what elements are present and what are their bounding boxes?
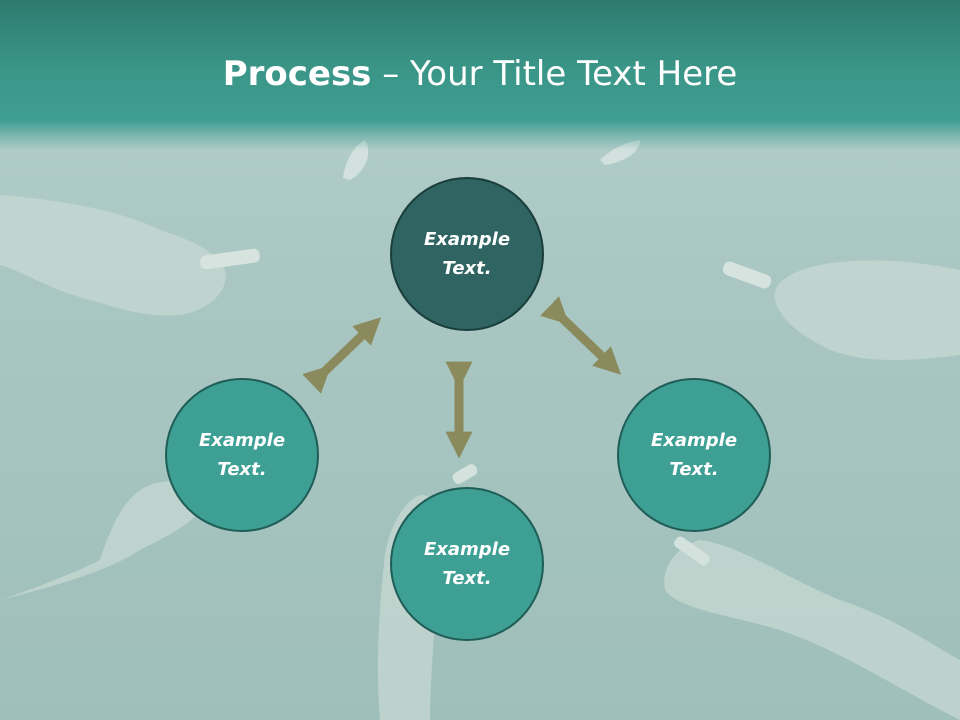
node-right-label: Example Text. — [650, 430, 738, 480]
slide-title: Process – Your Title Text Here — [0, 52, 960, 96]
node-top-label: Example Text. — [423, 229, 511, 279]
title-rest: – Your Title Text Here — [371, 54, 738, 94]
title-band — [0, 0, 960, 150]
node-top: Example Text. — [390, 177, 544, 331]
node-left-label: Example Text. — [198, 430, 286, 480]
title-bold: Process — [222, 54, 372, 94]
node-right: Example Text. — [617, 378, 771, 532]
node-bottom-label: Example Text. — [423, 539, 511, 589]
arrow-top-right — [540, 296, 622, 375]
arrow-left-top — [302, 317, 382, 394]
node-bottom: Example Text. — [390, 487, 544, 641]
node-left: Example Text. — [165, 378, 319, 532]
